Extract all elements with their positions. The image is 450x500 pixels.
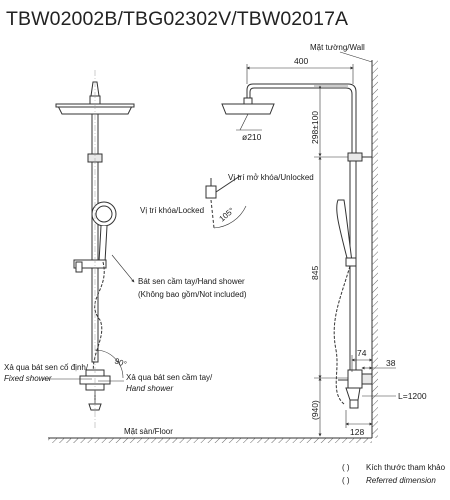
arm-length-dim: 400: [294, 56, 308, 66]
hand-outlet-label-en: Hand shower: [126, 384, 173, 393]
fixed-shower-label-vi: Xả qua bát sen cố định/: [4, 363, 89, 372]
legend-symbol-1: ( ): [342, 463, 350, 472]
spout-angle-label: 90°: [113, 356, 127, 369]
floor-label: Mặt sàn/Floor: [124, 427, 173, 436]
front-view-shower: [55, 70, 135, 430]
bar-height-dim: 845: [310, 266, 320, 280]
fixed-shower-label-en: Fixed shower: [4, 374, 52, 383]
valve-depth-38-dim: 38: [386, 358, 396, 368]
lock-detail: [205, 175, 247, 229]
valve-depth-74-dim: 74: [357, 348, 367, 358]
locked-label: Vị trí khóa/Locked: [140, 206, 204, 215]
side-view-shower: [221, 83, 373, 409]
head-diameter-dim: ø210: [242, 132, 262, 142]
wall-label: Mặt tường/Wall: [310, 43, 365, 52]
hand-shower-label: Bát sen cầm tay/Hand shower: [138, 277, 245, 286]
not-included-label: (Không bao gồm/Not included): [138, 290, 247, 299]
floor-height-dim: (940): [310, 400, 320, 420]
legend-text-2: Referred dimension: [366, 476, 436, 485]
hand-outlet-label-vi: Xả qua bát sen cầm tay/: [126, 373, 213, 382]
unlocked-label: Vị trí mở khóa/Unlocked: [228, 173, 314, 182]
head-drop-dim: 298±100: [310, 111, 320, 144]
page-title: TBW02002B/TBG02302V/TBW02017A: [6, 8, 349, 30]
valve-offset-dim: 128: [350, 427, 364, 437]
legend-symbol-2: ( ): [342, 476, 350, 485]
legend-text-1: Kích thước tham khảo: [366, 463, 446, 472]
hose-length-dim: L=1200: [398, 391, 427, 401]
lock-angle-label: 105°: [218, 206, 236, 224]
